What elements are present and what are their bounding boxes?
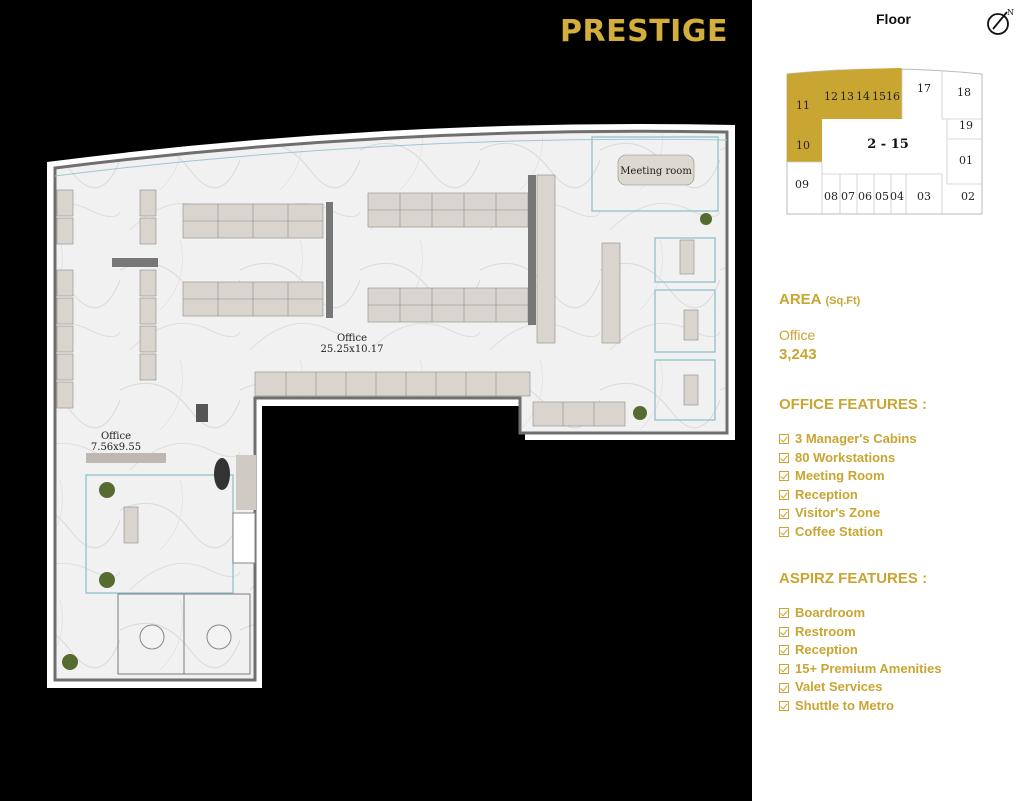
area-unit: (Sq.Ft)	[825, 295, 861, 307]
floor-title: Floor	[876, 11, 911, 27]
list-item: Coffee Station	[779, 523, 917, 542]
office-features-list: 3 Manager's Cabins 80 Workstations Meeti…	[779, 430, 917, 542]
unit-18: 18	[957, 86, 971, 99]
info-panel: Floor N 11 12 13 14 15 16 17 18 19 10	[752, 0, 1024, 801]
workstation-column-left	[56, 189, 157, 409]
office-main-size: 25.25x10.17	[321, 344, 384, 355]
list-item: Meeting Room	[779, 467, 917, 486]
checkbox-icon	[779, 508, 789, 519]
checkbox-icon	[779, 434, 789, 445]
unit-08: 08	[824, 190, 838, 203]
checkbox-icon	[779, 490, 789, 501]
floor-key-plan: 11 12 13 14 15 16 17 18 19 10 09 01 02 0…	[786, 68, 983, 215]
checkbox-icon	[779, 471, 789, 482]
aspirz-features-heading: ASPIRZ FEATURES :	[779, 570, 928, 587]
floor-interior	[53, 129, 729, 682]
area-heading: AREA(Sq.Ft)	[779, 291, 861, 308]
unit-12: 12	[824, 90, 838, 103]
manager-cabins	[654, 237, 716, 421]
brand-logo: PRESTIGE	[560, 14, 728, 49]
unit-15: 15	[872, 90, 886, 103]
compass-icon: N	[987, 8, 1014, 35]
unit-06: 06	[858, 190, 872, 203]
list-item: Boardroom	[779, 604, 942, 623]
checkbox-icon	[779, 527, 789, 538]
unit-17: 17	[917, 82, 931, 95]
checkbox-icon	[779, 608, 789, 619]
unit-11: 11	[796, 99, 810, 112]
unit-10: 10	[796, 139, 810, 152]
list-item: 3 Manager's Cabins	[779, 430, 917, 449]
unit-03: 03	[917, 190, 931, 203]
list-item: Valet Services	[779, 678, 942, 697]
list-item: Reception	[779, 641, 942, 660]
floor-plan-panel: PRESTIGE	[47, 14, 735, 689]
unit-13: 13	[840, 90, 854, 103]
checkbox-icon	[779, 626, 789, 637]
selected-suite-highlight	[787, 68, 902, 162]
list-item: Reception	[779, 486, 917, 505]
area-value: 3,243	[779, 346, 817, 363]
office-features-heading: OFFICE FEATURES :	[779, 396, 928, 413]
list-item: Visitor's Zone	[779, 504, 917, 523]
unit-07: 07	[841, 190, 855, 203]
list-item: 15+ Premium Amenities	[779, 660, 942, 679]
aspirz-features-list: Boardroom Restroom Reception 15+ Premium…	[779, 604, 942, 716]
unit-02: 02	[961, 190, 975, 203]
checkbox-icon	[779, 645, 789, 656]
floor-plan-drawing: Meeting room Office 25.25x10.17 Offic	[47, 124, 735, 689]
selected-floor-label: 2 - 15	[867, 137, 909, 152]
checkbox-icon	[779, 664, 789, 675]
office-small-label: Office	[101, 431, 131, 442]
checkbox-icon	[779, 682, 789, 693]
unit-14: 14	[856, 90, 870, 103]
list-item: Restroom	[779, 623, 942, 642]
workstation-row-bottom	[254, 371, 626, 427]
unit-19: 19	[959, 119, 973, 132]
svg-text:N: N	[1007, 8, 1014, 17]
unit-05: 05	[875, 190, 889, 203]
meeting-room-label: Meeting room	[620, 166, 692, 177]
unit-16: 16	[886, 90, 900, 103]
unit-09: 09	[795, 178, 809, 191]
list-item: Shuttle to Metro	[779, 697, 942, 716]
list-item: 80 Workstations	[779, 449, 917, 468]
office-main-label: Office	[337, 333, 367, 344]
checkbox-icon	[779, 452, 789, 463]
unit-04: 04	[890, 190, 904, 203]
area-type: Office	[779, 327, 816, 343]
checkbox-icon	[779, 701, 789, 712]
unit-01: 01	[959, 154, 973, 167]
office-small-size: 7.56x9.55	[91, 442, 141, 453]
